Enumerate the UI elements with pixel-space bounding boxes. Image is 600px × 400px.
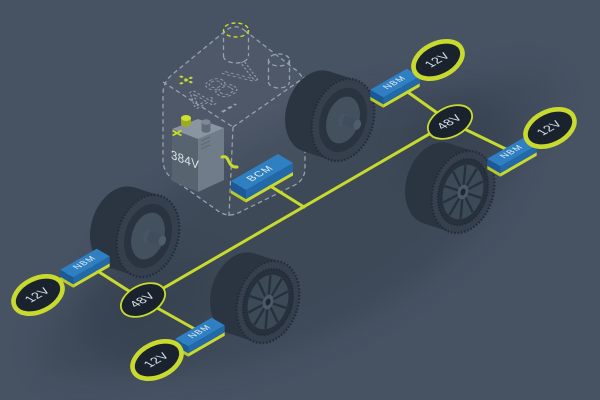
bcm-tap-cable — [265, 182, 306, 209]
nodes-48v: 48V 48V — [114, 97, 479, 325]
bcm-module: BCM — [231, 154, 293, 203]
battery-negative-terminal — [201, 119, 211, 133]
hv-battery: 384V — [171, 115, 224, 192]
ghost-plus-icon — [179, 75, 195, 85]
battery-bcm-cable — [220, 155, 239, 169]
ghost-minus-icon — [221, 103, 237, 113]
battery-vents — [200, 136, 211, 150]
ghost-terminal-positive — [222, 22, 250, 64]
battery-positive-terminal — [181, 115, 191, 127]
nodes-12v: 12V 12V 12V 12V — [7, 34, 580, 386]
main-bus-cable — [141, 120, 452, 302]
ghost-battery-edges — [162, 76, 306, 217]
battery-plus-icon — [171, 129, 183, 137]
ghost-terminal-negative — [267, 53, 291, 89]
